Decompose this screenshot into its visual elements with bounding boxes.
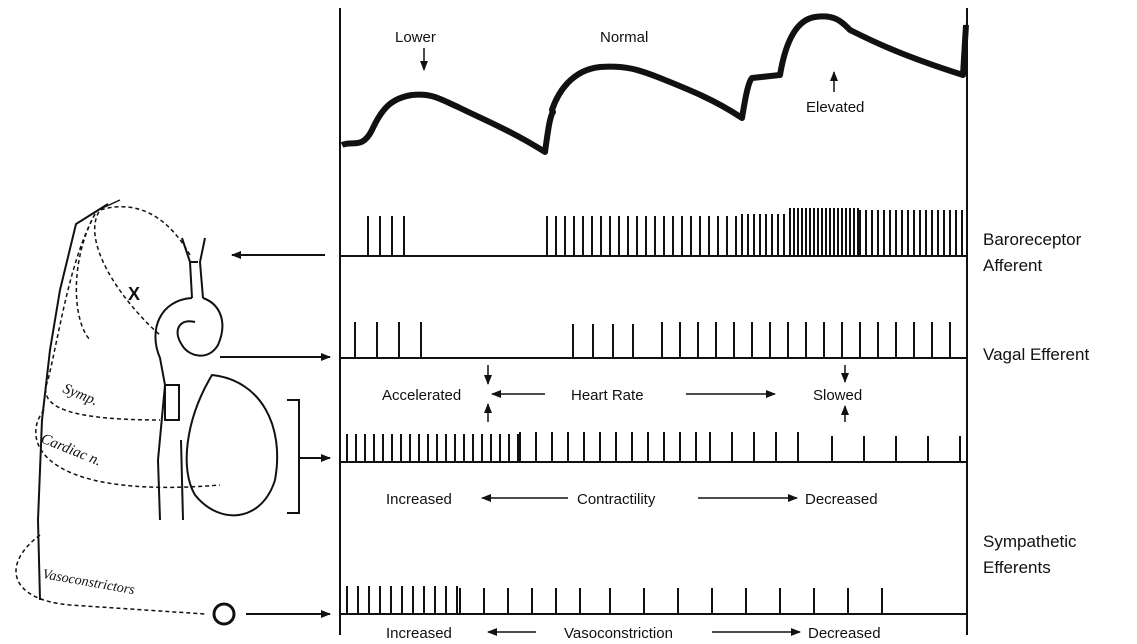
contractility-label: Contractility (577, 491, 656, 508)
aorta-descending (156, 384, 184, 521)
sympathetic-pathway (45, 213, 161, 421)
heart-outline (185, 373, 279, 517)
brainstem-inner (97, 199, 121, 211)
contractility-increased: Increased (386, 491, 452, 508)
vasoconstrictor-pathway (15, 534, 206, 615)
heart-rate-slowed: Slowed (813, 387, 862, 404)
cardiac-vessel (164, 384, 180, 421)
vagal-spike-train (354, 322, 951, 358)
heart-rate-accelerated: Accelerated (382, 387, 461, 404)
brainstem-outline (36, 203, 109, 601)
vasoconstriction-label: Vasoconstriction (564, 625, 673, 642)
cardiac-bracket (287, 399, 300, 514)
arterial-pressure-trace (340, 13, 969, 155)
baroreceptor-spike-train (367, 208, 963, 256)
label-afferent: Afferent (983, 256, 1043, 275)
cardiac-nerve-pathway (35, 409, 221, 489)
cardiac-nerve-label: Cardiac n. (39, 431, 104, 470)
blood-vessel-circle (212, 602, 236, 626)
contractility-spike-train (346, 432, 961, 462)
label-vagal-efferent: Vagal Efferent (983, 345, 1089, 364)
vasoconstrictors-label: Vasoconstrictors (41, 567, 136, 598)
afferent-pathway (94, 205, 191, 336)
symp-label: Symp. (61, 381, 101, 409)
pressure-label-normal: Normal (600, 29, 648, 46)
x-mark: X (128, 284, 140, 304)
vasoconstriction-spike-train (346, 586, 883, 614)
heart-rate-label: Heart Rate (571, 387, 644, 404)
aortic-arch (154, 297, 224, 386)
label-efferents: Efferents (983, 558, 1051, 577)
pressure-label-lower: Lower (395, 29, 436, 46)
vasoconstriction-decreased: Decreased (808, 625, 881, 642)
vasoconstriction-increased: Increased (386, 625, 452, 642)
label-baroreceptor: Baroreceptor (983, 230, 1082, 249)
pressure-label-elevated: Elevated (806, 99, 864, 116)
contractility-decreased: Decreased (805, 491, 878, 508)
pressure-end-spike (962, 21, 968, 76)
label-sympathetic: Sympathetic (983, 532, 1077, 551)
